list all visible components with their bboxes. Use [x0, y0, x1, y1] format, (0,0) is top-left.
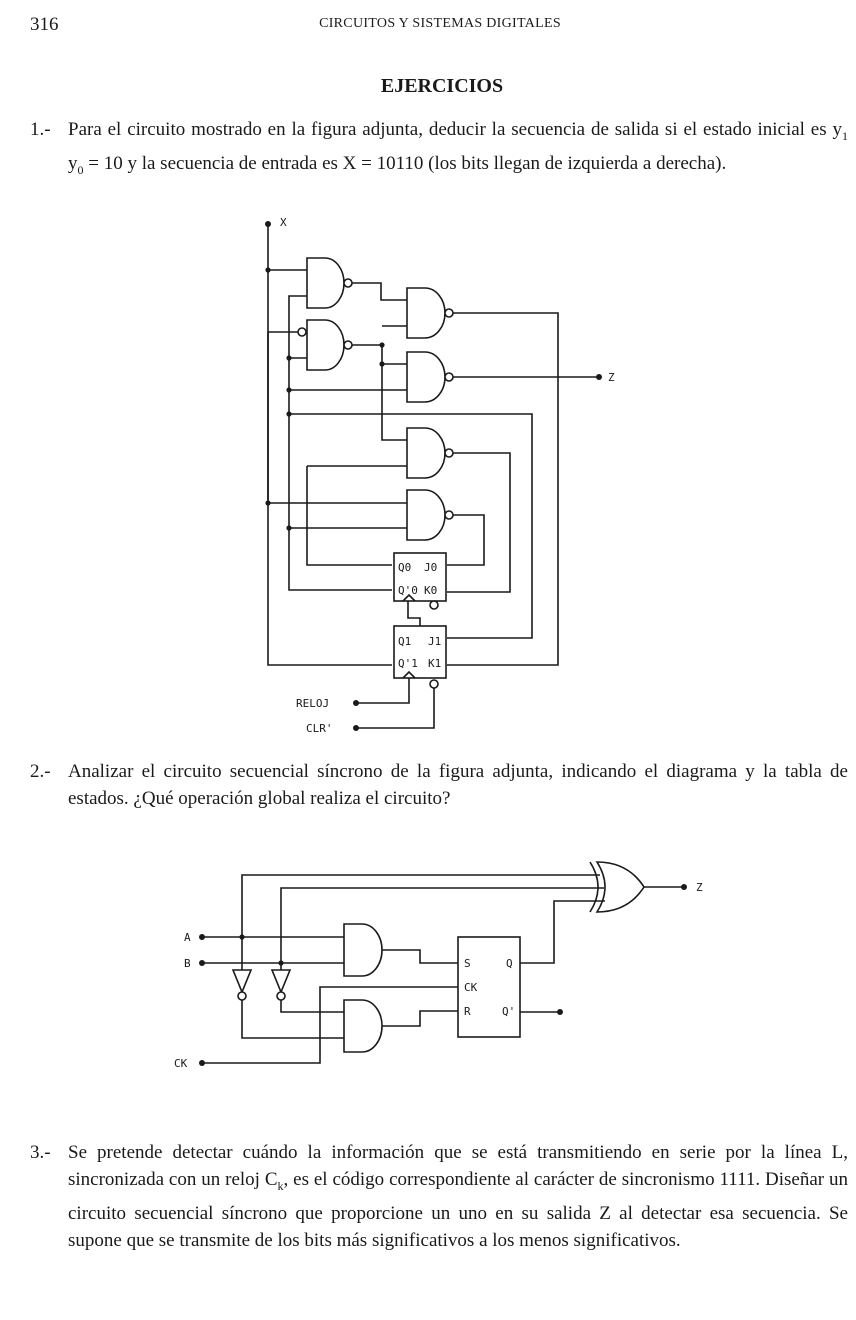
exercise-1-text: Para el circuito mostrado en la figura a… [68, 116, 848, 184]
nand-gate-a [306, 257, 345, 309]
section-title: EJERCICIOS [380, 75, 504, 97]
nand-gate-e [406, 427, 446, 479]
fig2-input-ck: CK [174, 1057, 188, 1070]
exercise-2-number: 2.- [30, 761, 51, 782]
exercise-1-number: 1.- [30, 119, 51, 140]
exercise-3-number: 3.- [30, 1142, 51, 1163]
nand-gate-f [406, 489, 446, 541]
inverter-a [231, 969, 253, 995]
nand-gate-c [406, 287, 446, 339]
fig1-reloj-label: RELOJ [296, 697, 329, 710]
exercise-3-sub-k: k [277, 1178, 284, 1193]
xor-gate [595, 861, 645, 913]
fig1-clr-label: CLR' [306, 722, 333, 735]
exercise-1-text-c: = 10 y la secuencia de entrada es X = 10… [83, 152, 727, 174]
ff1-j: J1 [428, 635, 441, 648]
exercise-1-text-b: y [68, 152, 78, 174]
fig2-input-a: A [184, 931, 191, 944]
exercise-1-sub-0: 0 [77, 162, 84, 177]
xor-gate-back [589, 861, 599, 913]
inverter-b [270, 969, 292, 995]
flip-flop-0 [393, 552, 447, 602]
figure-2-circuit: A B CK Z S CK R Q Q' [174, 861, 703, 1070]
exercise-1-sub-1: 1 [842, 128, 848, 143]
exercise-3-text-b: , es el código correspondiente al caráct… [68, 1169, 848, 1251]
ff-r-label: R [464, 1005, 471, 1018]
ff0-qn: Q'0 [398, 584, 418, 597]
ff-q-label: Q [506, 957, 513, 970]
ff0-j: J0 [424, 561, 437, 574]
ff-ck-label: CK [464, 981, 478, 994]
running-title: CIRCUITOS Y SISTEMAS DIGITALES [319, 16, 561, 31]
exercise-3-text: Se pretende detectar cuándo la informaci… [68, 1139, 848, 1254]
and-gate-bottom [343, 999, 383, 1053]
ff1-qn: Q'1 [398, 657, 418, 670]
and-gate-top [343, 923, 383, 977]
ff1-k: K1 [428, 657, 441, 670]
fig2-output-z: Z [696, 881, 703, 894]
flip-flop-1 [393, 625, 447, 679]
exercise-1-text-a: Para el circuito mostrado en la figura a… [68, 119, 842, 140]
fig1-input-x: X [280, 216, 287, 229]
figure-1-circuit: X Z RELOJ CLR' Q0 J0 Q'0 K0 Q1 J1 Q'1 K1 [265, 216, 615, 735]
fig1-output-z: Z [608, 371, 615, 384]
ff1-q: Q1 [398, 635, 411, 648]
ff0-q: Q0 [398, 561, 411, 574]
exercise-2-text: Analizar el circuito secuencial síncrono… [68, 761, 848, 809]
nand-gate-b [306, 319, 345, 371]
exercise-3-text-a: Se pretende detectar cuándo la informaci… [68, 1142, 848, 1190]
fig2-input-b: B [184, 957, 191, 970]
ff-qn-label: Q' [502, 1005, 515, 1018]
sr-flip-flop [457, 936, 521, 1038]
ff0-k: K0 [424, 584, 437, 597]
page-number: 316 [30, 14, 59, 35]
ff-s-label: S [464, 957, 471, 970]
nand-gate-d [406, 351, 446, 403]
